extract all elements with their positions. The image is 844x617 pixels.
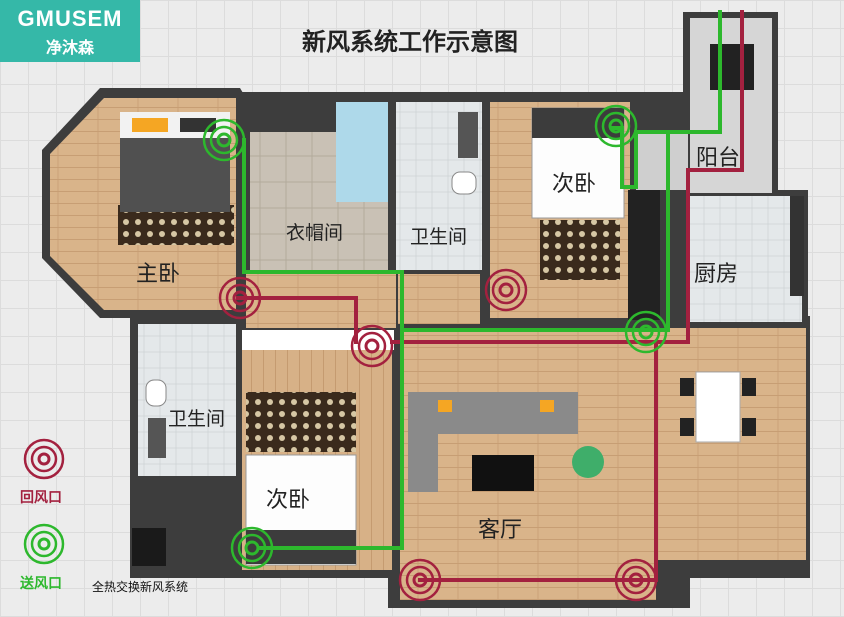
return-vent <box>398 558 442 602</box>
supply-vent <box>594 104 638 148</box>
return-vent <box>484 268 528 312</box>
supply-vent <box>202 118 246 162</box>
room-second-bedroom-bottom: 次卧 <box>266 488 311 513</box>
return-vent-markers <box>218 268 658 602</box>
room-cloakroom: 衣帽间 <box>286 222 344 244</box>
page-title: 新风系统工作示意图 <box>302 28 518 56</box>
legend-return-vent-label: 回风口 <box>20 490 62 506</box>
return-vent <box>218 276 262 320</box>
return-vent-legend-icon <box>23 438 65 480</box>
brand-logo: GMUSEM 净沐森 <box>0 0 140 62</box>
brand-name-cn: 净沐森 <box>45 38 94 57</box>
room-master-bedroom: 主卧 <box>136 262 181 287</box>
erv-unit-legend-icon <box>132 528 166 566</box>
legend-erv-unit-label: 全热交换新风系统 <box>92 580 189 594</box>
return-vent <box>350 324 394 368</box>
return-vent <box>614 558 658 602</box>
room-second-bedroom-top: 次卧 <box>552 172 597 197</box>
room-bathroom-left: 卫生间 <box>168 408 226 430</box>
supply-ducts <box>242 10 722 550</box>
brand-name: GMUSEM <box>17 6 123 31</box>
room-floors <box>50 18 806 600</box>
room-living-room: 客厅 <box>478 518 523 543</box>
legend-icons <box>23 438 166 566</box>
supply-vent-legend-icon <box>23 523 65 565</box>
legend-supply-vent-label: 送风口 <box>20 576 62 592</box>
room-kitchen: 厨房 <box>694 262 739 287</box>
room-bathroom-top: 卫生间 <box>410 226 468 248</box>
supply-vent-markers <box>202 104 668 570</box>
supply-vent <box>624 310 668 354</box>
supply-vent <box>230 526 274 570</box>
room-balcony: 阳台 <box>696 146 741 171</box>
